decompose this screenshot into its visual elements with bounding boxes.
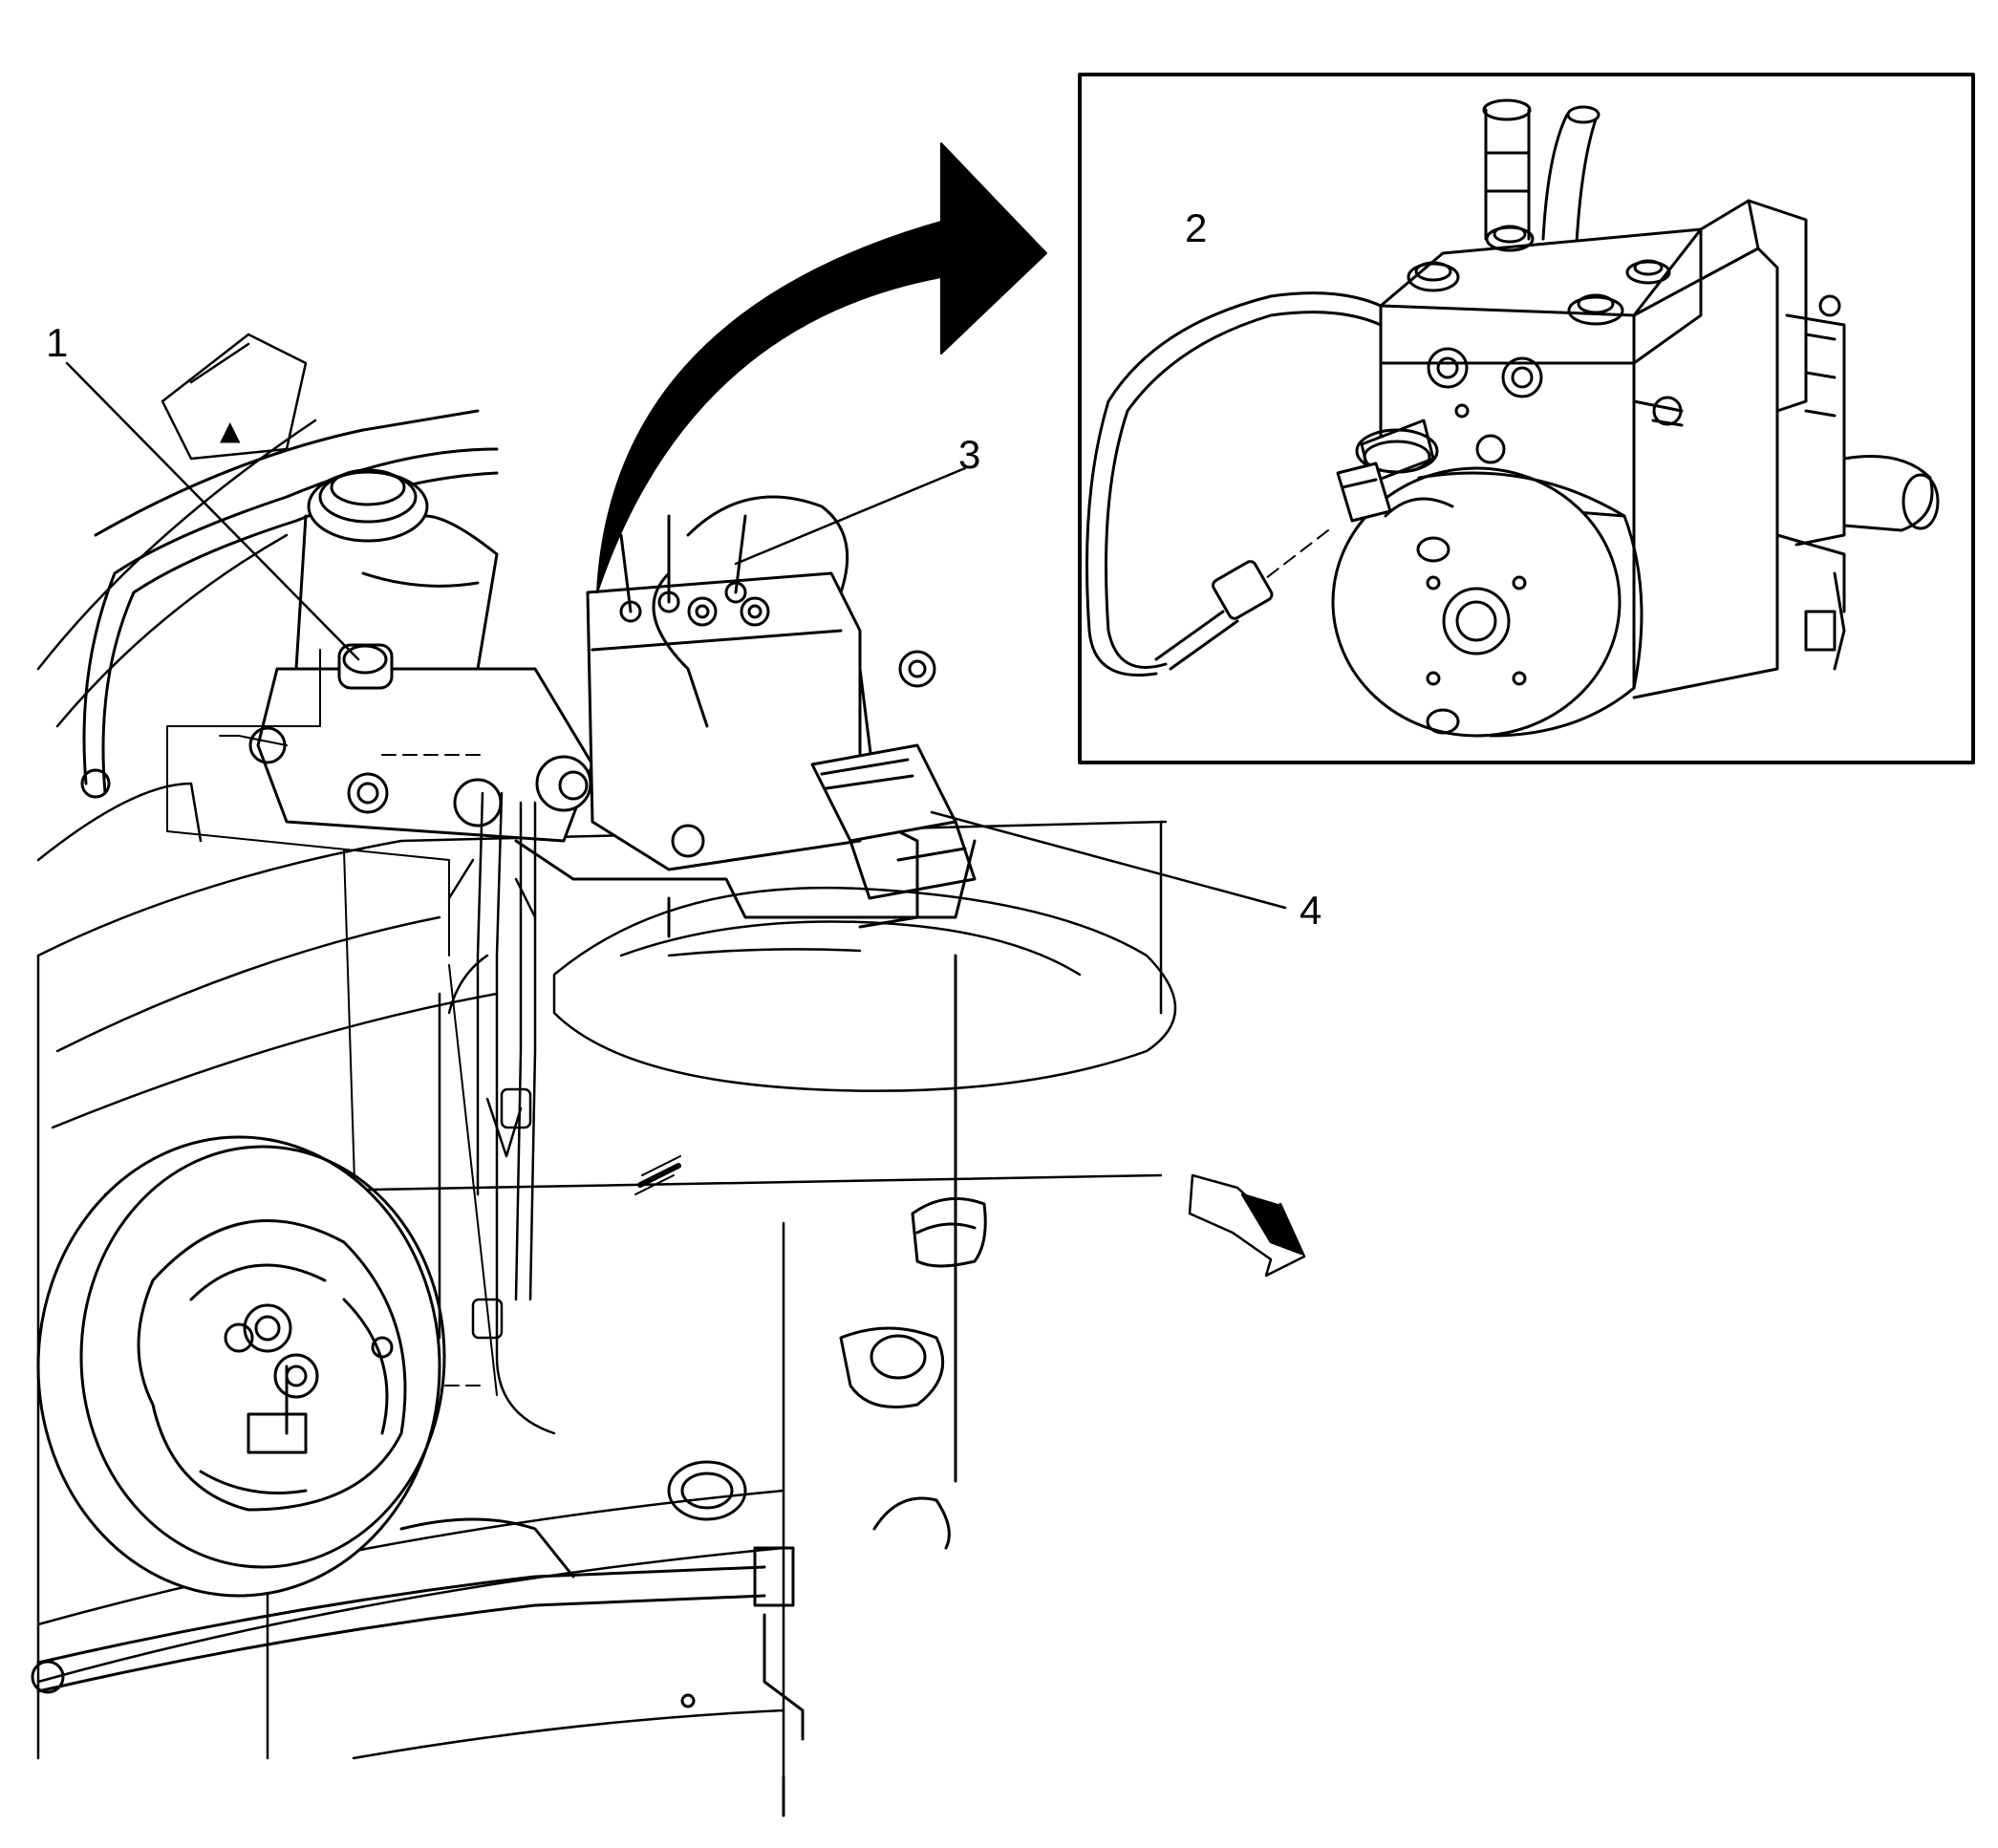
lower-harness xyxy=(32,1519,803,1816)
inset-detail-view xyxy=(1080,75,1973,763)
leader-4 xyxy=(932,812,1285,908)
master-cylinder xyxy=(250,645,592,841)
inset-pipes xyxy=(1484,100,1599,244)
vehicle-front-arrow-icon xyxy=(1190,1175,1304,1276)
engine-bay-view: ▲ xyxy=(32,334,1175,1816)
ebcm-connector xyxy=(812,745,975,898)
curved-arrow-icon xyxy=(597,143,1046,592)
svg-text:▲: ▲ xyxy=(220,415,241,446)
leader-1 xyxy=(67,363,358,659)
brake-booster xyxy=(38,1137,444,1596)
callout-4: 4 xyxy=(1300,888,1322,933)
inset-pump-motor xyxy=(1333,468,1642,736)
inset-pressure-sensor xyxy=(1338,420,1437,521)
inset-sensor-harness xyxy=(1087,293,1382,676)
brake-pipes xyxy=(449,793,554,1433)
callout-3: 3 xyxy=(958,432,981,477)
body-grommets xyxy=(635,956,985,1707)
callout-2: 2 xyxy=(1185,205,1208,250)
abs-modulator-main xyxy=(588,497,917,927)
inset-control-module xyxy=(1701,201,1938,669)
body-panels: ▲ xyxy=(38,334,1175,1777)
callout-1: 1 xyxy=(46,320,69,365)
brake-fluid-reservoir xyxy=(296,470,497,688)
modulator-bracket xyxy=(516,652,975,936)
leader-3 xyxy=(736,468,965,564)
